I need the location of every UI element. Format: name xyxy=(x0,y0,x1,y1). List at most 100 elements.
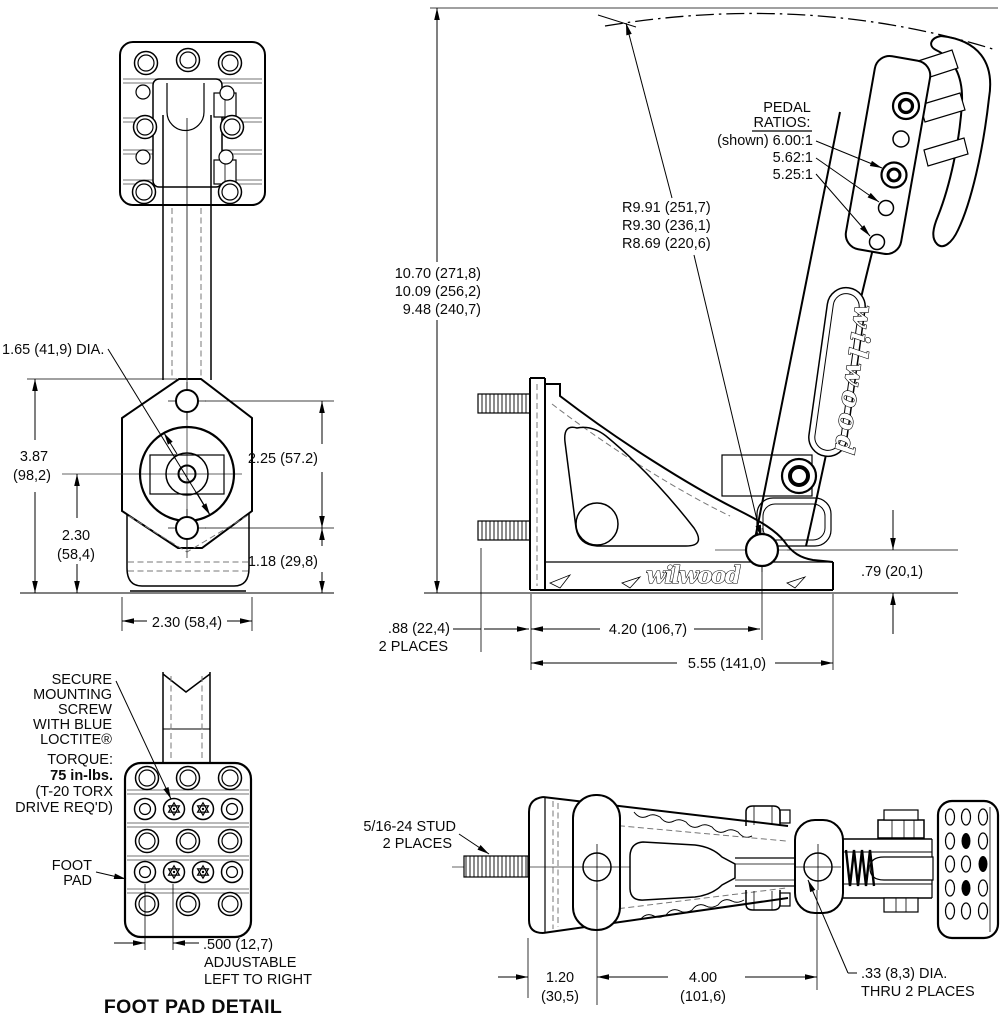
pushrod-pivot-boss xyxy=(780,457,818,495)
dim-500-label: .500 (12,7) xyxy=(203,937,273,953)
height-value-3: 9.48 (240,7) xyxy=(403,302,481,318)
lightening-cutout xyxy=(564,426,700,547)
dim-420-label: 4.20 (106,7) xyxy=(609,622,687,638)
mount-stud-upper xyxy=(477,393,531,414)
secure-note-2: MOUNTING xyxy=(33,687,112,703)
radius-leader-lower xyxy=(693,254,762,538)
grip-scallops-top xyxy=(633,811,753,838)
detail-title: FOOT PAD DETAIL xyxy=(104,996,282,1018)
adjuster-nut-top xyxy=(877,819,925,839)
grip-scallops-bottom xyxy=(639,899,745,921)
mount-slot-left xyxy=(572,794,621,931)
dia-33-label-2: THRU 2 PLACES xyxy=(861,984,975,1000)
foot-pad-label-1: FOOT xyxy=(52,858,92,874)
radius-value-1: R9.91 (251,7) xyxy=(622,200,711,216)
top-view-dimensions: 1.20 (30,5) 4.00 (101,6) .33 (8,3) DIA. … xyxy=(498,879,975,1005)
front-view-dimensions xyxy=(20,348,334,631)
height-dimension: 10.70 (271,8) 10.09 (256,2) 9.48 (240,7) xyxy=(395,8,481,593)
ratio-hole-3 xyxy=(868,233,886,251)
pad-body-top-view xyxy=(528,794,844,934)
pedal-bracket-plate xyxy=(844,55,932,255)
base-bracket: wilwood xyxy=(477,377,834,591)
side-view: wilwood xyxy=(379,7,998,672)
dim-118-label: 1.18 (29,8) xyxy=(248,554,318,570)
side-bottom-dimensions: .88 (22,4) 2 PLACES 4.20 (106,7) 5.55 (1… xyxy=(379,548,834,672)
detail-annotations: SECURE MOUNTING SCREW WITH BLUE LOCTITE®… xyxy=(15,672,172,889)
dim-230v-value: 2.30 xyxy=(62,528,90,544)
foot-pad-label-2: PAD xyxy=(63,873,92,889)
stud-label-1: 5/16-24 STUD xyxy=(363,819,456,835)
dim-400-value: 4.00 xyxy=(689,970,717,986)
height-value-1: 10.70 (271,8) xyxy=(395,266,481,282)
plate-holes xyxy=(131,47,245,205)
adjustable-note-1: ADJUSTABLE xyxy=(204,955,297,971)
pad-bolt-upper xyxy=(891,91,921,121)
top-view: 5/16-24 STUD 2 PLACES 1.20 (30,5) 4.00 (… xyxy=(363,794,1000,1005)
dim-88-places: 2 PLACES xyxy=(379,639,448,655)
secure-note-4: WITH BLUE xyxy=(33,717,112,733)
dim-387-value: 3.87 xyxy=(20,449,48,465)
hole-spacing-dimension: .500 (12,7) ADJUSTABLE LEFT TO RIGHT xyxy=(114,884,312,988)
dim-555-label: 5.55 (141,0) xyxy=(688,656,766,672)
stud-label-2: 2 PLACES xyxy=(383,836,452,852)
dim-88-label: .88 (22,4) xyxy=(388,621,450,637)
dim-387-mm: (98,2) xyxy=(13,468,51,484)
clevis-assembly xyxy=(843,809,934,913)
pivot-housing-hex xyxy=(121,378,253,549)
radius-value-2: R9.30 (236,1) xyxy=(622,218,711,234)
ratio-hole-1 xyxy=(892,130,910,148)
mount-slot-right xyxy=(794,819,844,914)
torque-note-4: DRIVE REQ'D) xyxy=(15,800,113,816)
clamp-u-slot xyxy=(166,83,205,132)
foot-pad-edge-view xyxy=(936,799,1000,940)
torque-note-3: (T-20 TORX xyxy=(35,784,113,800)
boot-lower xyxy=(126,514,250,592)
radius-values-block: R9.91 (251,7) R9.30 (236,1) R8.69 (220,6… xyxy=(622,200,711,252)
torque-note-2: 75 in-lbs. xyxy=(50,768,113,784)
pedal-ratio-callout: PEDAL RATIOS: (shown) 6.00:1 5.62:1 5.25… xyxy=(717,100,883,237)
pivot-height-dimension: .79 (20,1) xyxy=(787,510,958,634)
ratio-562-label: 5.62:1 xyxy=(773,150,813,166)
dim-230v-mm: (58,4) xyxy=(57,547,95,563)
radius-value-3: R8.69 (220,6) xyxy=(622,236,711,252)
secure-note-5: LOCTITE® xyxy=(40,732,112,748)
return-spring xyxy=(844,849,876,887)
pivot-hole xyxy=(744,532,780,568)
pedal-arm-front xyxy=(162,115,212,380)
pedal-pad-side xyxy=(844,34,992,255)
dim-79-label: .79 (20,1) xyxy=(861,564,923,580)
bracket-hole xyxy=(575,502,619,546)
torque-note-1: TORQUE: xyxy=(47,752,113,768)
stud-top-view xyxy=(463,855,529,878)
foot-pad-detail-view: SECURE MOUNTING SCREW WITH BLUE LOCTITE®… xyxy=(15,672,312,1018)
stud-callout: 5/16-24 STUD 2 PLACES xyxy=(363,819,490,855)
pedal-ratios-title-2: RATIOS: xyxy=(754,115,811,131)
mount-bolt-lower xyxy=(167,508,207,548)
dia-33-label-1: .33 (8,3) DIA. xyxy=(861,966,947,982)
dim-225-label: 2.25 (57.2) xyxy=(248,451,318,467)
pad-holes xyxy=(133,765,244,917)
clamp-block xyxy=(149,454,225,495)
dia-165-label: 1.65 (41,9) DIA. xyxy=(2,342,104,358)
wilwood-logo-base: wilwood xyxy=(646,562,741,589)
pedal-ratios-title-1: PEDAL xyxy=(763,100,811,116)
clevis-mount xyxy=(756,497,832,547)
bushing-circle xyxy=(165,452,209,496)
detail-arm xyxy=(162,672,211,763)
ratio-shown-label: (shown) 6.00:1 xyxy=(717,133,813,149)
secure-note-3: SCREW xyxy=(58,702,112,718)
center-cutout xyxy=(629,841,736,901)
front-view: 1.65 (41,9) DIA. 3.87 (98,2) 2.30 (58,4)… xyxy=(2,41,334,631)
pad-bolt-mid xyxy=(880,161,908,189)
adjuster-nut-bottom xyxy=(883,897,919,913)
secure-note-1: SECURE xyxy=(52,672,113,688)
dim-400-mm: (101,6) xyxy=(680,989,726,1005)
clevis-tongue xyxy=(869,856,934,881)
dim-120-value: 1.20 xyxy=(546,970,574,986)
dim-120-mm: (30,5) xyxy=(541,989,579,1005)
ratio-hole-2 xyxy=(877,199,895,217)
mount-stud-lower xyxy=(477,520,531,541)
ratio-525-label: 5.25:1 xyxy=(773,167,813,183)
